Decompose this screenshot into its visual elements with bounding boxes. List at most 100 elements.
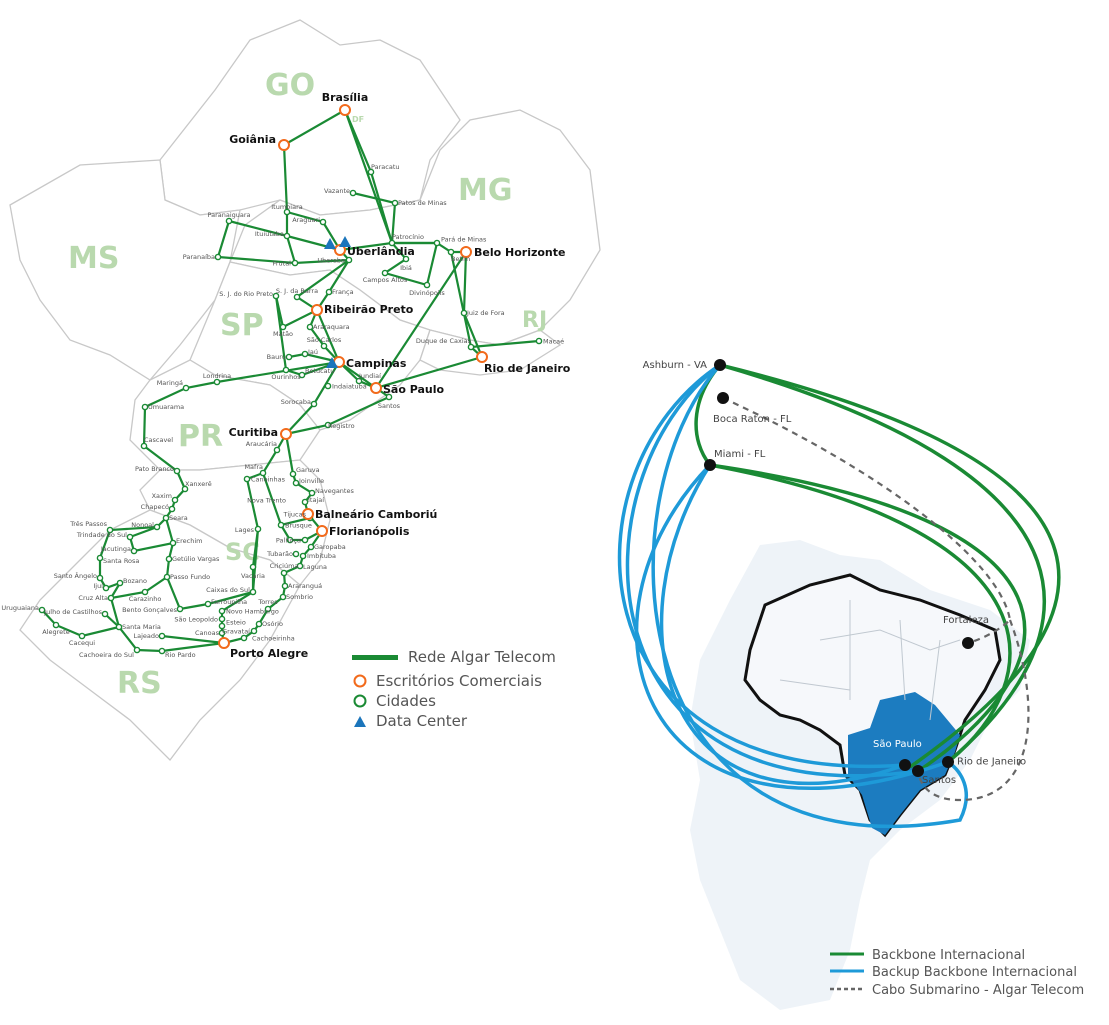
city-label: Trindade do Sul <box>76 531 127 539</box>
city-label: Joinville <box>298 477 324 485</box>
legend-backbone-label: Backbone Internacional <box>872 948 1025 963</box>
network-route <box>392 241 466 254</box>
city-node <box>277 521 285 529</box>
city-label: Palhoça <box>276 537 301 545</box>
city-node <box>250 627 258 635</box>
intl-node-label: Boca Raton - FL <box>713 414 792 425</box>
office-node <box>316 525 328 537</box>
state-label-df: DF <box>352 115 364 124</box>
city-node <box>140 442 148 450</box>
legend-datacenter-label: Data Center <box>376 712 468 730</box>
backbone-link <box>719 363 1061 769</box>
city-label: Patos de Minas <box>398 199 447 207</box>
office-node <box>278 139 290 151</box>
city-label: Osório <box>262 620 283 628</box>
city-node <box>78 632 86 640</box>
city-node <box>286 536 294 544</box>
city-node <box>213 378 221 386</box>
backbone-link <box>709 463 1027 772</box>
city-label: Botucatu <box>305 367 334 375</box>
legend-network-label: Rede Algar Telecom <box>408 648 556 666</box>
city-node <box>367 168 375 176</box>
city-node <box>153 523 161 531</box>
city-node <box>259 469 267 477</box>
city-node <box>176 605 184 613</box>
city-node <box>141 403 149 411</box>
city-node <box>345 256 353 264</box>
office-label: Campinas <box>346 357 407 370</box>
city-label: Novo Hamburgo <box>226 608 279 616</box>
city-node <box>447 248 455 256</box>
city-label: Imbituba <box>307 552 336 560</box>
backup-link <box>659 464 906 786</box>
network-route <box>165 528 260 611</box>
intl-node <box>704 459 716 471</box>
city-node <box>282 366 290 374</box>
city-node <box>296 562 304 570</box>
city-label: Alegrete <box>42 628 69 636</box>
city-label: Lajeado <box>134 632 160 640</box>
city-label: Sorocaba <box>281 398 311 406</box>
office-node <box>302 508 314 520</box>
intl-node-label: Fortaleza <box>943 615 989 626</box>
city-label: Jundiaí <box>358 372 381 380</box>
city-label: Bento Gonçalves <box>122 606 178 614</box>
network-route <box>280 524 323 542</box>
brazil-state-borders <box>779 600 961 721</box>
city-label: Seara <box>169 514 188 522</box>
city-label: Carazinho <box>129 595 162 603</box>
backup-link <box>651 363 968 829</box>
city-label: Gravataí <box>222 628 250 636</box>
city-label: Torres <box>257 598 278 606</box>
city-label: Matão <box>273 330 293 338</box>
city-label: São Carlos <box>307 336 342 344</box>
city-node <box>283 232 291 240</box>
office-label: Porto Alegre <box>230 647 308 660</box>
city-label: Jaú <box>307 348 318 356</box>
intl-node <box>912 765 924 777</box>
city-node <box>165 555 173 563</box>
city-node <box>181 485 189 493</box>
city-node <box>423 281 431 289</box>
legend-cities-label: Cidades <box>376 692 436 710</box>
city-node <box>204 600 212 608</box>
city-node <box>320 342 328 350</box>
submarine-cable <box>916 619 1030 802</box>
city-label: Três Passos <box>69 520 107 528</box>
city-node <box>291 259 299 267</box>
city-label: Paranaíba <box>183 253 215 261</box>
intl-node <box>717 392 729 404</box>
city-label: Lages <box>235 526 255 534</box>
city-label: Ijuí <box>93 582 103 590</box>
city-node <box>301 536 309 544</box>
intl-node <box>962 637 974 649</box>
intl-node <box>899 759 911 771</box>
city-node <box>460 309 468 317</box>
datacenter-icon <box>326 357 338 368</box>
city-label: Patrocínio <box>392 233 424 241</box>
city-node <box>214 253 222 261</box>
city-node <box>243 475 251 483</box>
city-node <box>101 610 109 618</box>
city-node <box>324 382 332 390</box>
intl-node-label: Ashburn - VA <box>643 360 708 371</box>
office-label: Balneário Camboriú <box>315 508 437 521</box>
city-node <box>280 569 288 577</box>
city-node <box>182 384 190 392</box>
legend-backup-label: Backup Backbone Internacional <box>872 965 1077 980</box>
city-node <box>381 269 389 277</box>
state-label-mg: MG <box>458 173 512 208</box>
city-label: Araguari <box>292 216 320 224</box>
city-label: Bozano <box>123 577 147 585</box>
city-node <box>391 199 399 207</box>
network-route <box>41 609 120 638</box>
state-label-go: GO <box>265 68 315 103</box>
city-label: Tubarão <box>266 550 293 558</box>
city-node <box>433 239 441 247</box>
office-label: Brasília <box>322 91 369 104</box>
intl-node-label: Santos <box>922 775 956 786</box>
intl-node <box>714 359 726 371</box>
office-label: Curitiba <box>229 426 278 439</box>
